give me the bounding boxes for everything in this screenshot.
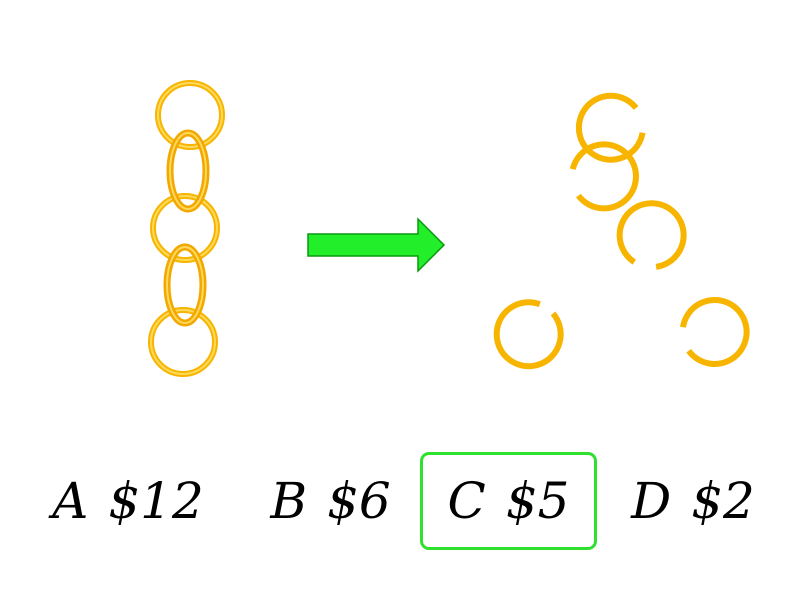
chain-ring-3-highlight xyxy=(152,195,218,261)
chain-ring-4-highlight xyxy=(166,246,204,324)
closed-chain xyxy=(148,80,225,377)
open-ring-3 xyxy=(616,200,687,270)
option-d-price: $2 xyxy=(691,472,755,530)
chain-ring-2-highlight xyxy=(169,132,207,210)
open-ring-4 xyxy=(493,299,564,370)
option-d-letter: D xyxy=(631,472,672,530)
option-a-price: $12 xyxy=(108,472,204,530)
option-c-price: $5 xyxy=(505,472,570,530)
option-c-letter: C xyxy=(447,472,486,530)
option-b-letter: B xyxy=(270,472,308,530)
option-a[interactable]: A $12 xyxy=(38,452,218,550)
chain-ring-5-highlight xyxy=(150,309,216,375)
open-ring-2 xyxy=(569,141,639,212)
option-c-selected[interactable]: C $5 xyxy=(420,452,597,550)
chain-ring-1-highlight xyxy=(157,82,223,148)
option-d[interactable]: D $2 xyxy=(618,452,768,550)
option-a-letter: A xyxy=(52,472,89,530)
open-ring-5 xyxy=(680,296,750,367)
option-b[interactable]: B $6 xyxy=(258,452,403,550)
arrow-right-icon xyxy=(307,217,446,273)
open-rings xyxy=(493,92,750,370)
option-b-price: $6 xyxy=(327,472,391,530)
